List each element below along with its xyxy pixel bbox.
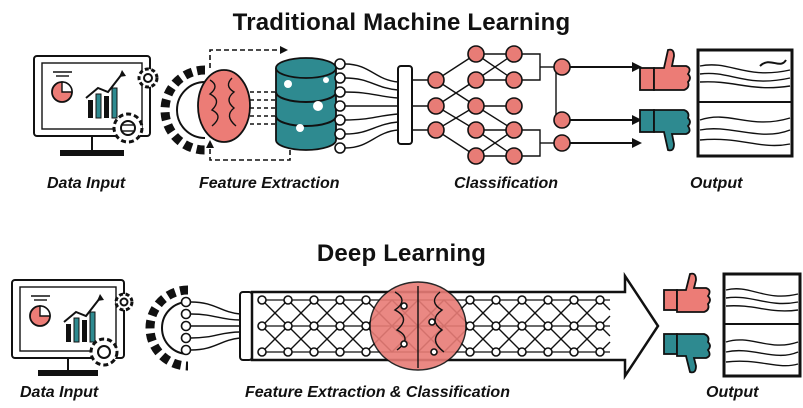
thumbs-down-icon — [663, 333, 711, 374]
traditional-ml-title: Traditional Machine Learning — [232, 9, 571, 36]
gear-icon — [160, 65, 206, 155]
gear-icon — [112, 67, 159, 144]
monitor-chart-icon — [11, 279, 125, 376]
monitor-chart-icon — [33, 55, 151, 156]
deep-learning-title: Deep Learning — [316, 240, 487, 267]
deep-learning-diagram — [11, 271, 802, 381]
feedback-arrows — [206, 46, 291, 161]
label-classification: Classification — [454, 175, 559, 192]
label-feature-extraction: Feature Extraction — [199, 175, 340, 192]
feature-nodes — [334, 58, 413, 154]
output-chart-icon — [722, 272, 802, 378]
thumbs-down-icon — [639, 109, 691, 152]
input-nodes — [180, 291, 253, 361]
brain-icon — [369, 281, 467, 371]
label-data-input-bottom: Data Input — [20, 384, 99, 401]
brain-icon — [197, 69, 251, 143]
traditional-ml-diagram — [33, 45, 794, 165]
label-feature-extraction-classification: Feature Extraction & Classification — [245, 384, 510, 401]
thumbs-up-icon — [663, 272, 711, 313]
gear-icon — [89, 285, 189, 371]
label-output-top: Output — [690, 175, 743, 192]
output-chart-icon — [696, 48, 794, 158]
database-icon — [275, 57, 337, 151]
label-output-bottom: Output — [706, 384, 759, 401]
thumbs-up-icon — [639, 48, 691, 91]
classification-network — [412, 45, 642, 165]
label-data-input-top: Data Input — [47, 175, 126, 192]
